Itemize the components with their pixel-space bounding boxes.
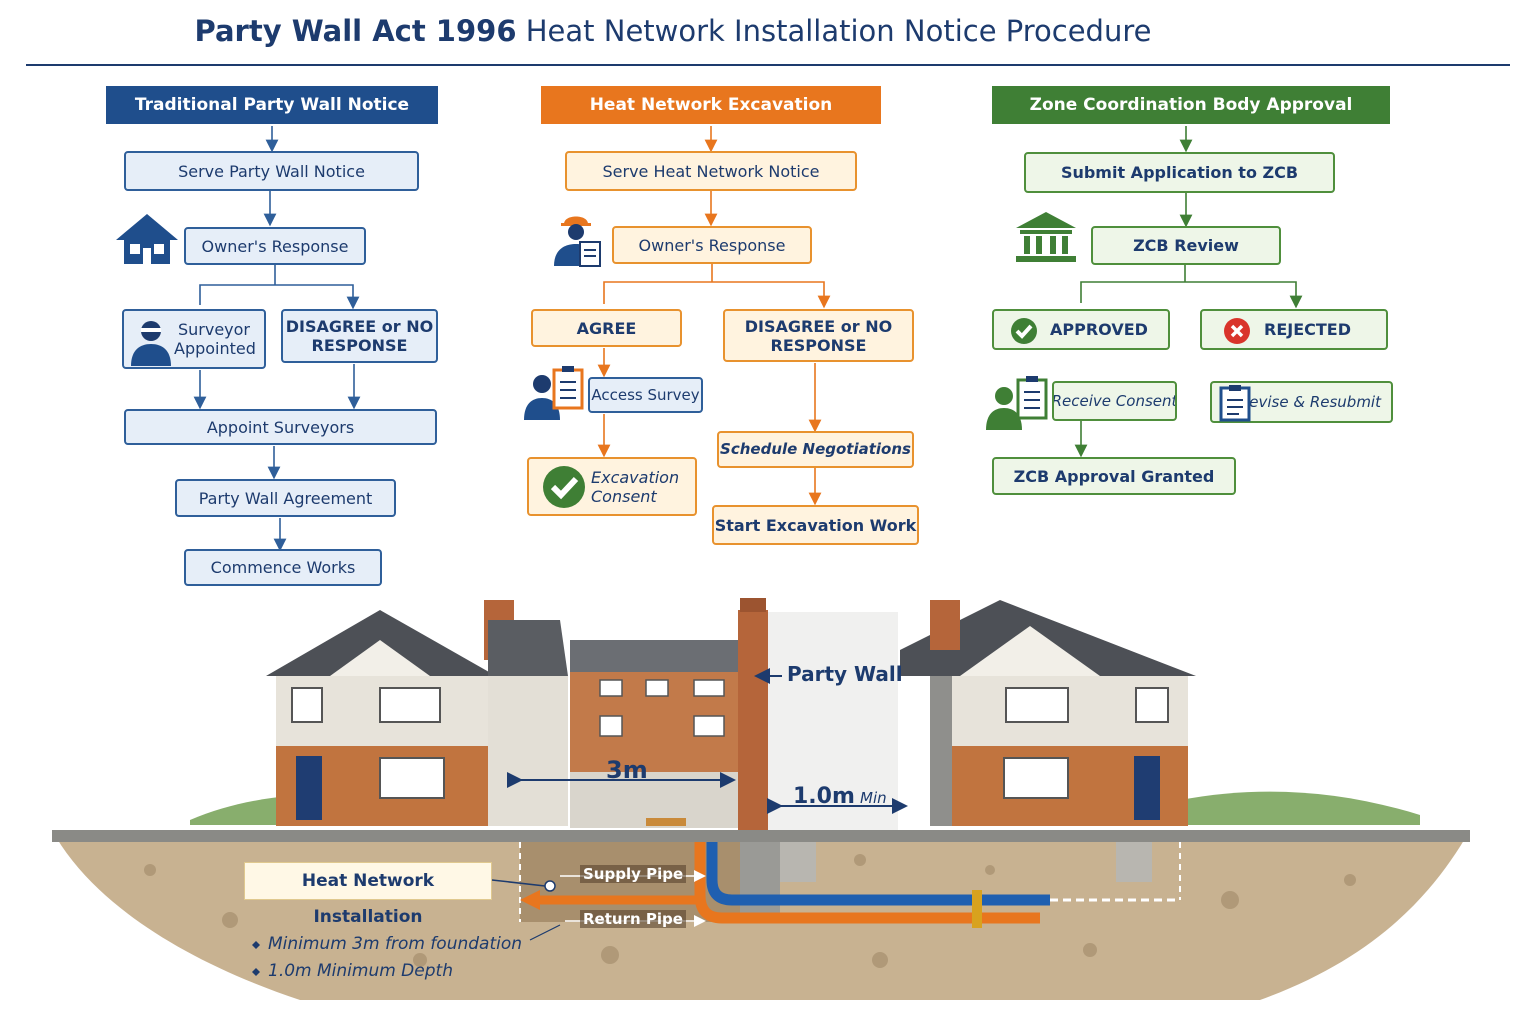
heat-disagree-step: DISAGREE or NO RESPONSE (723, 309, 914, 362)
schedule-negotiations-step: Schedule Negotiations (717, 431, 914, 468)
commence-works-step: Commence Works (184, 549, 382, 586)
zcb-approval-granted-step: ZCB Approval Granted (992, 457, 1236, 495)
distance-label: 3m (606, 756, 648, 784)
party-wall-agreement-step: Party Wall Agreement (175, 479, 396, 517)
depth-value: 1.0m (793, 784, 855, 809)
zcb-header: Zone Coordination Body Approval (992, 86, 1390, 124)
serve-heat-network-notice-step: Serve Heat Network Notice (565, 151, 857, 191)
title-bold: Party Wall Act 1996 (194, 14, 517, 48)
start-excavation-work-step: Start Excavation Work (712, 505, 919, 545)
government-building-icon (1016, 212, 1076, 262)
note-foundation-distance: Minimum 3m from foundation (268, 934, 523, 954)
depth-label: 1.0m Min (793, 784, 887, 809)
revise-resubmit-label: Revise & Resubmit (1238, 392, 1381, 411)
supply-pipe-label: Supply Pipe (580, 865, 687, 883)
title-divider (26, 64, 1510, 66)
approved-check-icon (1011, 318, 1037, 344)
party-wall-label: Party Wall (787, 662, 903, 686)
approved-label: APPROVED (1050, 320, 1148, 339)
appoint-surveyors-step: Appoint Surveyors (124, 409, 437, 445)
submit-application-step: Submit Application to ZCB (1024, 152, 1335, 193)
zcb-review-step: ZCB Review (1091, 226, 1281, 265)
flow-connectors (193, 126, 1303, 552)
traditional-owner-response: Owner's Response (184, 227, 366, 265)
consent-person-icon (986, 376, 1048, 430)
check-shield-icon (543, 466, 585, 508)
serve-party-wall-notice-step: Serve Party Wall Notice (124, 151, 419, 191)
traditional-header: Traditional Party Wall Notice (106, 86, 438, 124)
heat-network-installation-callout: Heat Network Installation (244, 862, 492, 927)
engineer-icon (554, 216, 601, 267)
depth-suffix: Min (860, 789, 887, 807)
note-minimum-depth: 1.0m Minimum Depth (268, 961, 453, 981)
title-rest: Heat Network Installation Notice Procedu… (525, 14, 1152, 48)
excavation-consent-label: Excavation Consent (591, 467, 680, 506)
surveyor-icon (131, 321, 171, 366)
heat-header: Heat Network Excavation (541, 86, 881, 124)
clipboard-person-icon (524, 366, 584, 420)
house-icon (116, 214, 178, 264)
rejected-label: REJECTED (1264, 320, 1351, 339)
receive-consent-step: Receive Consent (1052, 381, 1177, 421)
access-survey-step: Access Survey (588, 377, 703, 413)
return-pipe-label: Return Pipe (580, 910, 686, 928)
revise-clipboard-icon (1219, 385, 1251, 422)
heat-owner-response: Owner's Response (612, 226, 812, 264)
surveyor-appointed-label: Surveyor Appointed (174, 320, 256, 358)
agree-step: AGREE (531, 309, 682, 347)
rejected-x-icon (1224, 318, 1250, 344)
page-title: Party Wall Act 1996 Heat Network Install… (0, 14, 1346, 48)
traditional-disagree-step: DISAGREE or NO RESPONSE (281, 309, 438, 363)
